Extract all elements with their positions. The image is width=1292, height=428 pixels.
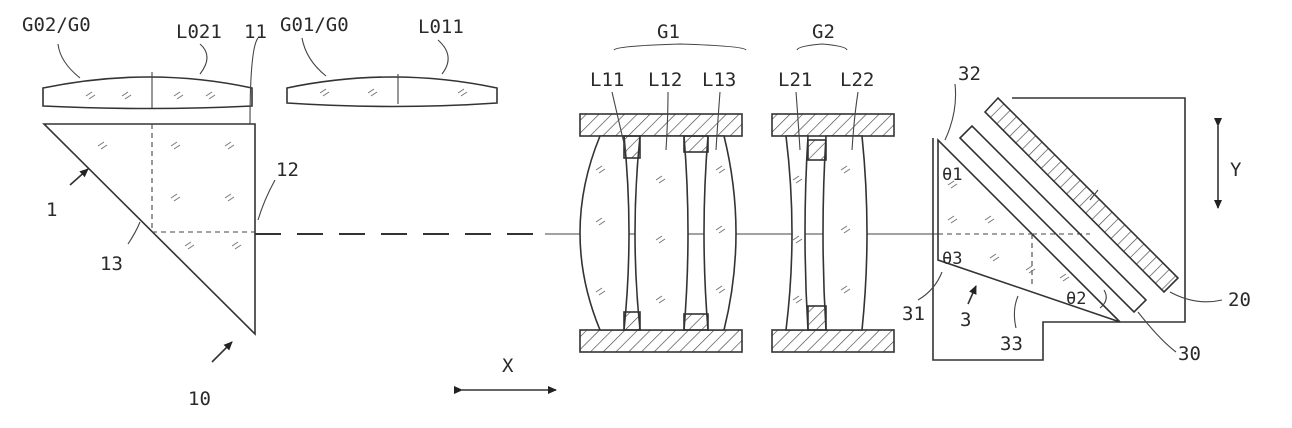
label-l011: L011 [418,16,464,38]
label-y: Y [1230,159,1242,181]
label-1: 1 [46,199,57,221]
lens-l021 [42,72,253,110]
label-l13: L13 [702,69,736,91]
label-x: X [502,355,514,377]
label-20: 20 [1228,289,1251,311]
filter-plate-30 [958,124,1148,314]
leader-lines [57,37,1223,353]
lens-l011 [286,74,498,108]
label-theta1: θ1 [942,165,962,185]
label-theta3: θ3 [942,249,962,269]
label-l12: L12 [648,69,682,91]
label-12: 12 [276,159,299,181]
label-3: 3 [960,309,971,331]
label-30: 30 [1178,343,1201,365]
label-11: 11 [244,21,267,43]
label-32: 32 [958,63,981,85]
label-l22: L22 [840,69,874,91]
label-g1: G1 [657,21,680,43]
label-33: 33 [1000,333,1023,355]
label-13: 13 [100,253,123,275]
label-g02-g0: G02/G0 [22,14,91,36]
label-g01-g0: G01/G0 [280,14,349,36]
label-theta2: θ2 [1066,289,1086,309]
label-g2: G2 [812,21,835,43]
label-l021: L021 [176,21,222,43]
label-l11: L11 [590,69,624,91]
lens-group-g1 [579,113,743,353]
first-prism [42,123,256,336]
label-10: 10 [188,388,211,410]
image-sensor-20 [983,96,1180,294]
label-l21: L21 [778,69,812,91]
lens-group-g2 [771,113,895,353]
label-31: 31 [902,303,925,325]
